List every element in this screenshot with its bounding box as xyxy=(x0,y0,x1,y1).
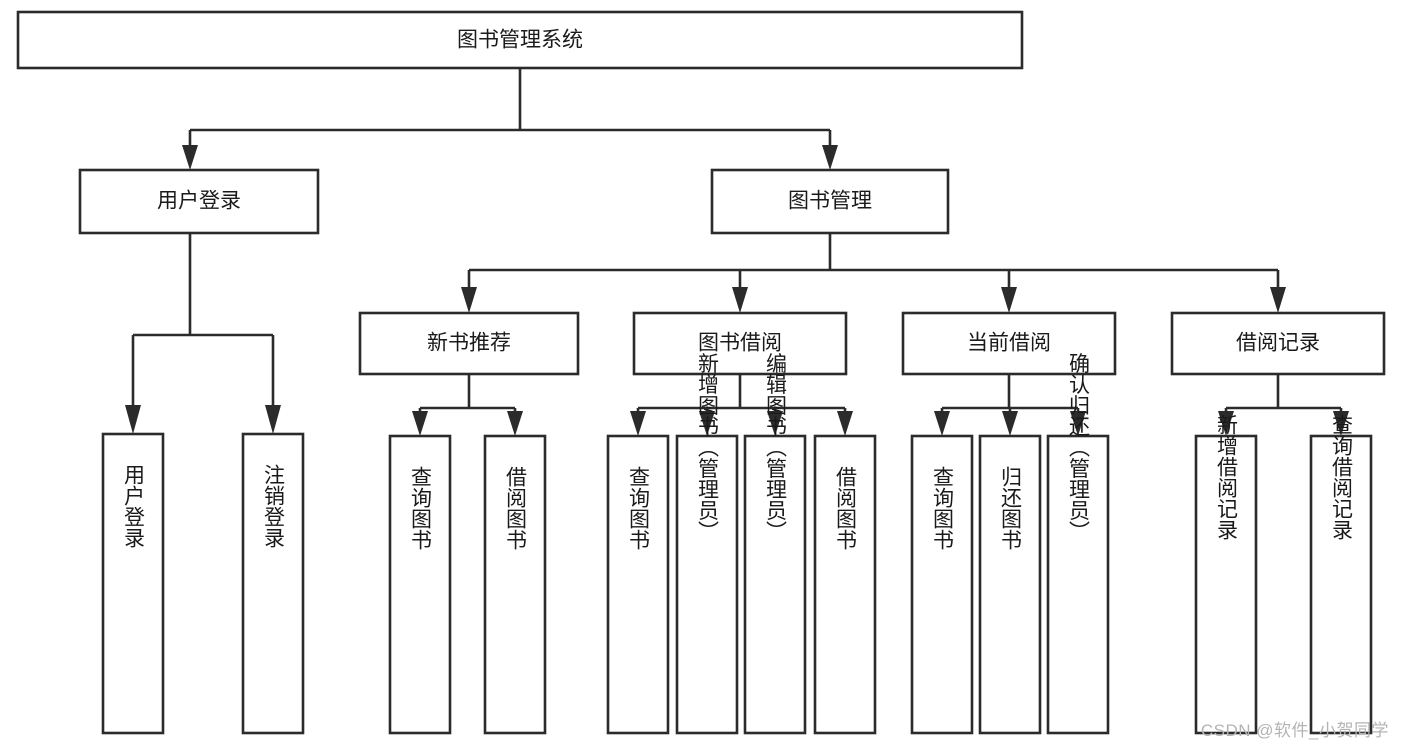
node-book-borrow-box[interactable] xyxy=(632,311,848,376)
node-borrow-record[interactable]: 借阅记录 xyxy=(1170,311,1386,376)
arrow-to-leaf-user-login xyxy=(125,405,141,434)
node-borrow-record-box[interactable] xyxy=(1170,311,1386,376)
node-leaf-confirm-return-box[interactable] xyxy=(1046,434,1110,735)
node-new-book-rec-label: 新书推荐 xyxy=(427,332,511,355)
node-leaf-borrow-book-2-box[interactable] xyxy=(813,434,877,735)
node-leaf-edit-book-label: 编辑图书（管理员） xyxy=(764,353,788,542)
arrow-to-leaf-edit-book xyxy=(767,411,783,436)
node-leaf-borrow-book-1-box[interactable] xyxy=(483,434,547,735)
node-book-borrow[interactable]: 图书借阅 xyxy=(632,311,848,376)
arrow-to-leaf-query-book-1 xyxy=(412,411,428,436)
node-leaf-borrow-book-2-label: 借阅图书 xyxy=(834,466,858,550)
node-leaf-logout[interactable]: 注销登录 xyxy=(241,432,305,735)
node-leaf-return-book-label: 归还图书 xyxy=(999,466,1023,550)
node-leaf-query-record[interactable]: 查询借阅记录 xyxy=(1309,414,1373,735)
connector-group-current-borrow xyxy=(934,374,1086,436)
node-leaf-borrow-book-1-label: 借阅图书 xyxy=(504,466,528,550)
node-leaf-query-book-2-box[interactable] xyxy=(606,434,670,735)
node-current-borrow-box[interactable] xyxy=(901,311,1117,376)
node-new-book-rec[interactable]: 新书推荐 xyxy=(358,311,580,376)
node-leaf-query-book-1[interactable]: 查询图书 xyxy=(388,434,452,735)
arrow-to-leaf-borrow-book-2 xyxy=(837,411,853,436)
node-root-label: 图书管理系统 xyxy=(457,29,583,52)
arrow-to-book-borrow xyxy=(732,287,748,313)
node-leaf-borrow-book-1[interactable]: 借阅图书 xyxy=(483,434,547,735)
node-leaf-logout-box[interactable] xyxy=(241,432,305,735)
node-book-borrow-label: 图书借阅 xyxy=(698,332,782,355)
node-leaf-borrow-book-2[interactable]: 借阅图书 xyxy=(813,434,877,735)
node-root-box[interactable] xyxy=(16,10,1024,70)
connector-group-user-login xyxy=(125,233,281,434)
node-user-login-box[interactable] xyxy=(78,168,320,235)
node-leaf-edit-book-box[interactable] xyxy=(743,434,807,735)
arrow-to-leaf-query-book-2 xyxy=(630,411,646,436)
node-book-manage[interactable]: 图书管理 xyxy=(710,168,950,235)
node-leaf-user-login[interactable]: 用户登录 xyxy=(101,432,165,735)
arrow-to-leaf-add-record xyxy=(1218,411,1234,436)
node-leaf-query-book-3[interactable]: 查询图书 xyxy=(910,434,974,735)
arrow-to-borrow-record xyxy=(1270,287,1286,313)
arrow-to-current-borrow xyxy=(1001,287,1017,313)
node-leaf-query-book-3-box[interactable] xyxy=(910,434,974,735)
node-leaf-return-book[interactable]: 归还图书 xyxy=(978,434,1042,735)
node-book-manage-label: 图书管理 xyxy=(788,190,872,213)
arrow-root-to-user-login xyxy=(182,145,198,170)
node-leaf-edit-book[interactable]: 编辑图书（管理员） xyxy=(743,353,807,735)
connector-group-book-manage xyxy=(461,233,1286,313)
node-leaf-user-login-label: 用户登录 xyxy=(122,464,146,548)
node-leaf-add-book-label: 新增图书（管理员） xyxy=(696,353,720,542)
node-leaf-add-record[interactable]: 新增借阅记录 xyxy=(1194,414,1258,735)
node-leaf-query-book-2[interactable]: 查询图书 xyxy=(606,434,670,735)
arrow-root-to-book-manage xyxy=(822,145,838,170)
node-leaf-user-login-box[interactable] xyxy=(101,432,165,735)
node-leaf-query-book-2-label: 查询图书 xyxy=(627,466,651,550)
node-leaf-query-record-box[interactable] xyxy=(1309,434,1373,735)
node-book-manage-box[interactable] xyxy=(710,168,950,235)
node-leaf-return-book-box[interactable] xyxy=(978,434,1042,735)
node-user-login[interactable]: 用户登录 xyxy=(78,168,320,235)
node-leaf-add-book-box[interactable] xyxy=(675,434,739,735)
node-leaf-logout-label: 注销登录 xyxy=(262,464,286,548)
connector-group-root xyxy=(182,68,838,170)
arrow-to-new-book-rec xyxy=(461,287,477,313)
connector-group-book-borrow xyxy=(630,374,853,436)
node-leaf-add-book[interactable]: 新增图书（管理员） xyxy=(675,353,739,735)
node-leaf-query-record-label: 查询借阅记录 xyxy=(1330,414,1354,540)
arrow-to-leaf-return-book xyxy=(1002,411,1018,436)
node-current-borrow[interactable]: 当前借阅 xyxy=(901,311,1117,376)
arrow-to-leaf-add-book xyxy=(699,411,715,436)
node-borrow-record-label: 借阅记录 xyxy=(1236,332,1320,355)
node-current-borrow-label: 当前借阅 xyxy=(967,332,1051,355)
arrow-to-leaf-logout xyxy=(265,405,281,434)
connector-group-new-book-rec xyxy=(412,374,523,436)
node-leaf-add-record-label: 新增借阅记录 xyxy=(1215,414,1239,540)
node-leaf-query-book-1-box[interactable] xyxy=(388,434,452,735)
node-leaf-query-book-3-label: 查询图书 xyxy=(931,466,955,550)
arrow-to-leaf-confirm-return xyxy=(1070,411,1086,436)
connector-group-borrow-record xyxy=(1218,374,1349,436)
watermark-text: CSDN @软件_小贺同学 xyxy=(1200,721,1389,740)
node-root[interactable]: 图书管理系统 xyxy=(16,10,1024,70)
arrow-to-leaf-borrow-book-1 xyxy=(507,411,523,436)
node-user-login-label: 用户登录 xyxy=(157,190,241,213)
node-leaf-confirm-return[interactable]: 确认归还（管理员） xyxy=(1046,353,1110,735)
node-leaf-query-book-1-label: 查询图书 xyxy=(409,466,433,550)
arrow-to-leaf-query-record xyxy=(1333,411,1349,436)
node-leaf-add-record-box[interactable] xyxy=(1194,434,1258,735)
node-leaf-confirm-return-label: 确认归还（管理员） xyxy=(1067,353,1091,542)
arrow-to-leaf-query-book-3 xyxy=(934,411,950,436)
node-new-book-rec-box[interactable] xyxy=(358,311,580,376)
